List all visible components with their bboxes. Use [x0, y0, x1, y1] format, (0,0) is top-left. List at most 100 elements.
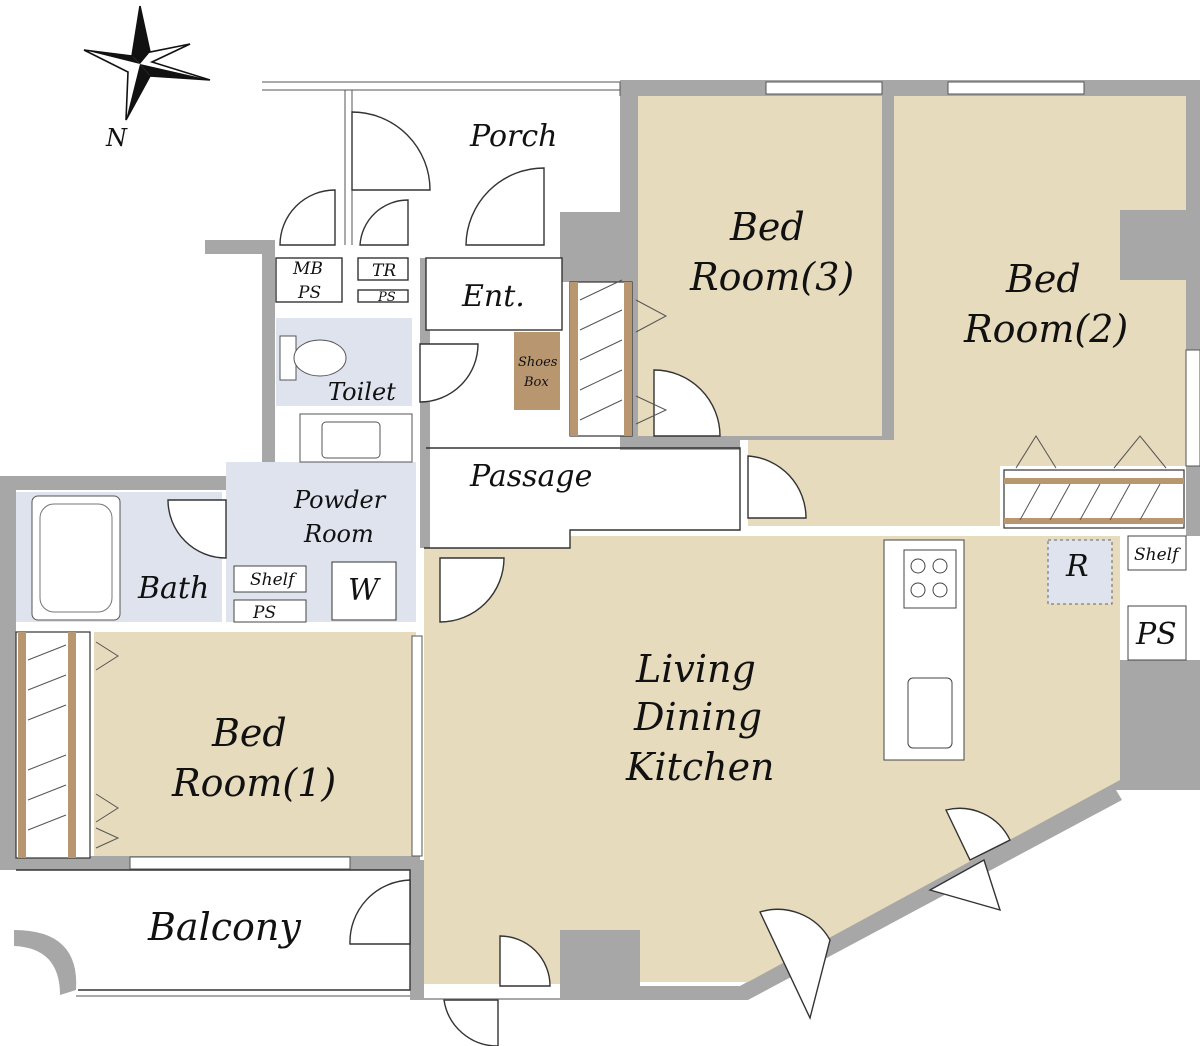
compass-needle-icon	[140, 64, 210, 80]
stove	[903, 549, 957, 609]
window-bedroom3	[765, 81, 883, 95]
passage-label: Passage	[469, 459, 592, 494]
ldk-label-3: Kitchen	[625, 745, 775, 789]
wall-segment	[880, 80, 894, 440]
window-ldk	[411, 635, 423, 857]
balcony-door	[349, 879, 411, 945]
closet-hangers	[27, 644, 67, 831]
shoes-box-label-1: Shoes	[518, 355, 558, 370]
kitchen-sink	[907, 677, 953, 749]
compass-needle-icon	[132, 6, 150, 64]
wall-segment	[560, 212, 630, 282]
window-bedroom1	[129, 856, 351, 870]
closet-rail	[1004, 518, 1184, 524]
windows	[129, 81, 1200, 870]
tr-door	[359, 199, 409, 246]
refrigerator-label: R	[1065, 549, 1089, 584]
closet-rail	[570, 282, 578, 436]
toilet-door	[419, 343, 479, 403]
porch-outline	[262, 81, 621, 96]
shoes-box-label-2: Box	[523, 375, 549, 390]
shelf-right-label: Shelf	[1134, 545, 1181, 565]
bedroom1-label-1: Bed	[211, 711, 287, 755]
compass-needle-icon	[84, 50, 140, 64]
window-bedroom2	[947, 81, 1085, 95]
burner-icon	[910, 582, 926, 598]
tr-box	[357, 257, 409, 281]
exit-door-bottom	[443, 999, 499, 1046]
powder-room-label-1: Powder	[293, 486, 387, 514]
tr-label: TR	[372, 261, 396, 281]
wall-segment	[0, 476, 16, 866]
terrace-door-3	[928, 858, 1002, 912]
toilet-bowl	[293, 339, 347, 377]
ps-box-powder	[233, 599, 307, 623]
north-compass: N	[83, 5, 211, 152]
bath-label: Bath	[137, 571, 209, 606]
powder-room-label-2: Room	[303, 520, 374, 548]
bedroom2-door	[747, 455, 807, 519]
wall-segment	[1186, 96, 1200, 536]
closet-bedroom1	[15, 631, 91, 859]
entrance-door	[465, 167, 545, 246]
tr-ps-label: PS	[377, 290, 396, 305]
closet-rail	[624, 282, 632, 436]
wall-segment	[410, 780, 1122, 1000]
closet-rail	[1004, 478, 1184, 484]
wall-segment	[410, 860, 424, 1000]
mb-label: MB	[292, 259, 323, 279]
shelf-box-powder	[233, 565, 307, 593]
terrace-door-1	[759, 908, 831, 1021]
terrace-door-2	[944, 807, 1011, 861]
closet-hangers	[579, 279, 623, 421]
wall-segment	[420, 258, 430, 548]
bedroom2-label-1: Bed	[1005, 257, 1081, 301]
ldk-door-bottom	[499, 935, 551, 987]
burner-icon	[932, 558, 948, 574]
mb-ps-box	[275, 257, 343, 303]
toilet-label: Toilet	[328, 378, 396, 406]
balcony-column	[14, 930, 77, 995]
bedroom1-floor	[94, 632, 416, 856]
bedroom3-label-2: Room(3)	[689, 255, 854, 299]
bedroom2-label-2: Room(2)	[963, 307, 1128, 351]
refrigerator-space	[1047, 539, 1113, 605]
doors	[95, 111, 1167, 1046]
compass-north-label: N	[105, 124, 128, 152]
mb-ps-label: PS	[297, 283, 321, 303]
porch-label: Porch	[469, 119, 558, 154]
burner-icon	[932, 582, 948, 598]
porch-door	[351, 111, 431, 191]
ps-box-right	[1127, 605, 1187, 661]
bedroom1-label-2: Room(1)	[171, 761, 336, 805]
passage-outline	[424, 447, 741, 549]
shelf-box-right	[1127, 535, 1187, 571]
entrance-box	[425, 257, 563, 331]
room-labels: Porch Ent. MB PS TR PS Shoes Box Toilet …	[137, 119, 1181, 949]
closet-hangers	[1019, 483, 1161, 521]
interior-lines	[15, 81, 1187, 997]
closet-door-marks	[1015, 435, 1167, 469]
washer-box	[331, 561, 397, 621]
closet-rail	[18, 632, 26, 858]
ldk-label-2: Dining	[633, 695, 762, 739]
entrance-label: Ent.	[461, 279, 525, 314]
wall-segment	[205, 240, 265, 254]
compass-star-icon	[83, 5, 211, 121]
closet-bedroom3	[569, 281, 633, 437]
closet-door-marks	[95, 641, 120, 849]
bedroom2-floor	[748, 96, 1186, 526]
bath-door	[167, 499, 227, 559]
wall-segment	[1110, 660, 1200, 790]
ps-powder-label: PS	[252, 603, 276, 623]
ps-right-label: PS	[1135, 617, 1177, 652]
tr-ps-box	[357, 289, 409, 303]
washer-label: W	[348, 573, 381, 608]
ldk-label-1: Living	[635, 647, 756, 691]
closet-door-marks	[635, 299, 668, 425]
bathtub-inner	[39, 503, 113, 613]
shelf-powder-label: Shelf	[250, 570, 297, 590]
compass-needle-icon	[126, 64, 150, 120]
